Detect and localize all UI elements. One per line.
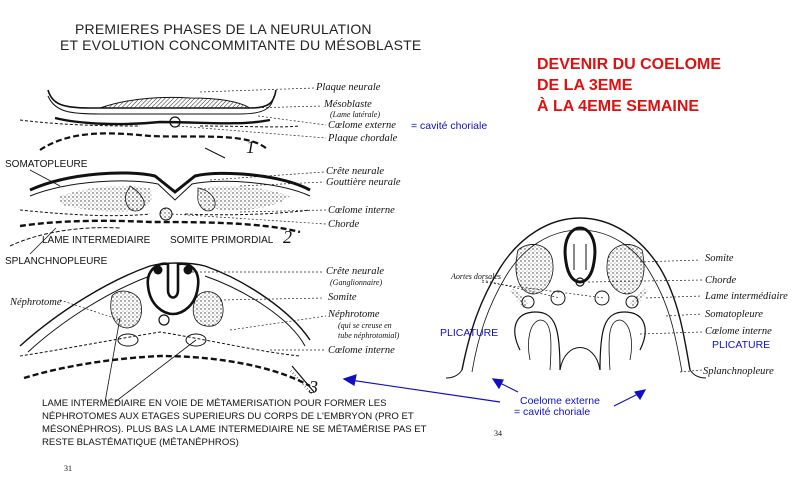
label-coelome-interne-3: Cœlome interne	[328, 345, 395, 356]
label-cavite-choriale: = cavité choriale	[411, 120, 488, 132]
label-chorde-2: Chorde	[328, 219, 360, 230]
label-ganglionnaire: (Ganglionnaire)	[330, 278, 383, 287]
label-chorde-right: Chorde	[705, 275, 737, 286]
label-crete-neurale-2: Crête neurale	[326, 166, 385, 177]
label-splanchnopleure-2: SPLANCHNOPLEURE	[5, 256, 108, 267]
heading-line-2: DE LA 3EME	[537, 77, 633, 94]
label-aortes-dorsales: Aortes dorsales	[451, 272, 501, 281]
label-nephrotome-note-2: tube néphrotomial)	[338, 331, 400, 340]
label-somatopleure: SOMATOPLEURE	[5, 159, 88, 170]
label-lame-intermediaire-right: Lame intermédiaire	[705, 291, 788, 302]
label-mesoblaste: Mésoblaste	[324, 99, 372, 110]
label-lame-laterale: (Lame latérale)	[330, 110, 380, 119]
caption-lame-intermediaire: LAME INTERMÉDIAIRE EN VOIE DE MÉTAMERISA…	[42, 398, 427, 448]
label-splanchnopleure-right: Splanchnopleure	[703, 366, 774, 377]
label-somite-primordial: SOMITE PRIMORDIAL	[170, 235, 274, 246]
label-somatopleure-right: Somatopleure	[705, 309, 763, 320]
label-coelome-externe-right-2: = cavité choriale	[514, 406, 591, 418]
blue-arrows	[342, 374, 647, 407]
heading-line-1: DEVENIR DU COELOME	[537, 56, 722, 73]
label-gouttiere-neurale: Gouttière neurale	[326, 177, 401, 188]
label-plaque-chordale: Plaque chordale	[328, 133, 398, 144]
label-lame-intermediaire-2: LAME INTERMEDIAIRE	[42, 235, 151, 246]
label-nephrotome-left: Néphrotome	[10, 297, 62, 308]
stage-number-1: 1	[246, 137, 255, 157]
stage-number-3: 3	[309, 377, 318, 397]
label-nephrotome-right: Néphrotome	[328, 309, 380, 320]
label-coelome-interne-right: Cœlome interne	[705, 326, 772, 337]
right-leader-lines	[481, 259, 703, 373]
label-coelome-externe: Cœlome externe	[328, 120, 396, 131]
stage-number-2: 2	[283, 227, 292, 247]
caption-pointer-lines	[29, 169, 197, 403]
label-plaque-neurale: Plaque neurale	[316, 82, 381, 93]
label-crete-neurale-3: Crête neurale	[326, 266, 385, 277]
label-coelome-externe-right-1: Coelome externe	[520, 395, 600, 407]
title-line-2: ET EVOLUTION CONCOMMITANTE DU MÉSOBLASTE	[60, 37, 422, 53]
heading-line-3: À LA 4EME SEMAINE	[537, 98, 700, 115]
stage3-drawing	[19, 262, 315, 395]
label-somite-3: Somite	[328, 292, 357, 303]
right-section-drawing	[445, 217, 707, 379]
stage1-drawing	[19, 89, 301, 159]
page-number-left: 31	[64, 464, 72, 473]
page-number-right: 34	[494, 429, 502, 438]
label-plicature-right: PLICATURE	[712, 339, 771, 351]
label-nephrotome-note-1: (qui se creuse en	[338, 321, 392, 330]
label-plicature-left: PLICATURE	[440, 327, 499, 339]
left-leader-lines	[59, 87, 327, 351]
label-coelome-interne-2: Cœlome interne	[328, 205, 395, 216]
title-line-1: PREMIERES PHASES DE LA NEURULATION	[75, 21, 372, 37]
label-somite-right: Somite	[705, 253, 734, 264]
